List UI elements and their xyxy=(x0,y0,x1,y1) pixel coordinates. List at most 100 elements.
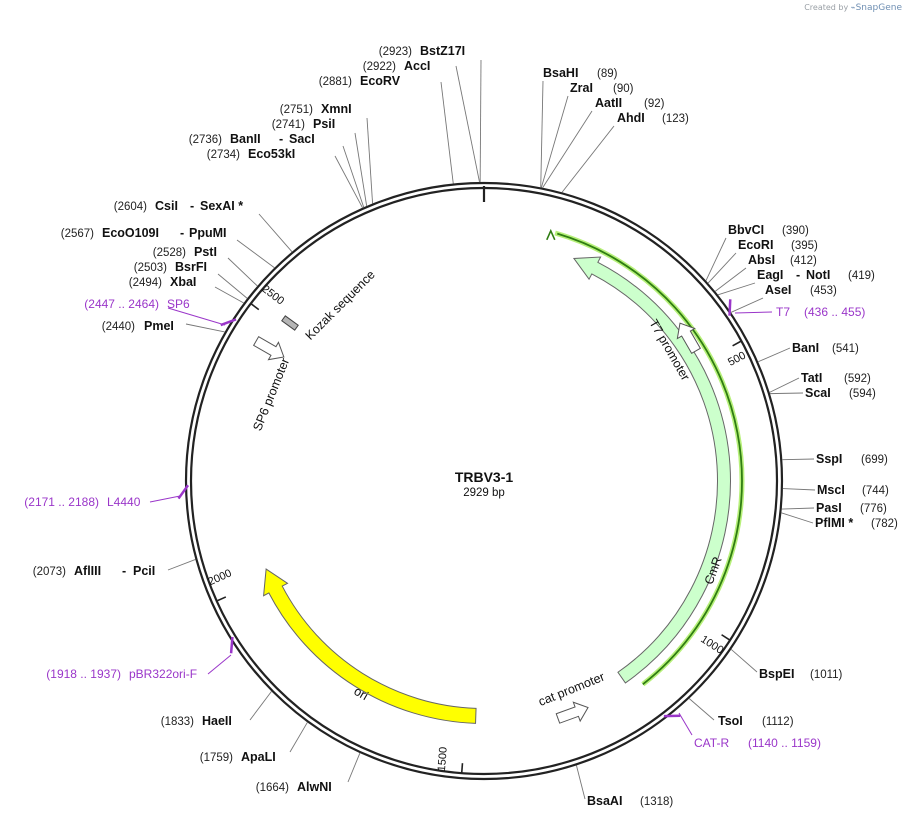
primer-leader xyxy=(167,307,226,326)
site-name: BbvCI xyxy=(728,223,764,237)
site-pos: (2503) xyxy=(134,262,167,274)
primer-label-l4440[interactable]: (2171 .. 2188) L4440 xyxy=(24,495,140,509)
site-name: TsoI xyxy=(718,714,743,728)
site-label-psii[interactable]: (2741) PsiI xyxy=(272,117,336,131)
site-label-xbai[interactable]: (2494) XbaI xyxy=(129,275,197,289)
site-pos: (2494) xyxy=(129,277,162,289)
site-name: EcoRI xyxy=(738,238,773,252)
leader-line xyxy=(540,95,569,188)
leader-line xyxy=(185,323,225,333)
site-leader-lines xyxy=(149,59,816,800)
primer-label-sp6[interactable]: (2447 .. 2464) SP6 xyxy=(84,297,190,311)
snapgene-logo-icon: ⌁ xyxy=(850,3,856,12)
site-label-eco53ki[interactable]: (2734) Eco53kI xyxy=(207,147,296,161)
site-label-absi[interactable]: AbsI (412) xyxy=(748,253,817,267)
site-pos: (92) xyxy=(644,98,665,110)
kozak-sequence-feature[interactable] xyxy=(281,315,299,331)
site-pos: (541) xyxy=(832,343,859,355)
site-name-2: PpuMI xyxy=(189,226,227,240)
primer-range: (436 .. 455) xyxy=(804,305,865,319)
site-label-msci[interactable]: MscI (744) xyxy=(817,483,889,497)
leader-line xyxy=(540,80,544,188)
leader-line xyxy=(705,237,727,281)
site-label-apali[interactable]: (1759) ApaLI xyxy=(200,750,276,764)
site-label-bsaai[interactable]: BsaAI (1318) xyxy=(587,794,673,808)
site-label-acci[interactable]: (2922) AccI xyxy=(363,59,431,73)
site-label-sspi[interactable]: SspI (699) xyxy=(816,452,888,466)
site-label-pflmi[interactable]: PflMI * (782) xyxy=(815,516,898,530)
site-label-asei[interactable]: AseI (453) xyxy=(765,283,837,297)
sp6-promoter-feature-shape xyxy=(252,335,285,361)
leader-line xyxy=(781,512,814,524)
site-name: AflIII xyxy=(74,564,101,578)
site-label-csii-sexai[interactable]: (2604) CsiI - SexAI * xyxy=(114,199,243,213)
site-pos: (2922) xyxy=(363,61,396,73)
site-label-tati[interactable]: TatI (592) xyxy=(801,371,871,385)
site-name: XbaI xyxy=(170,275,196,289)
site-pos: (699) xyxy=(861,454,888,466)
site-label-zrai[interactable]: ZraI (90) xyxy=(570,81,634,95)
site-label-eagi-noti[interactable]: EagI - NotI (419) xyxy=(757,268,875,282)
svg-text:-: - xyxy=(122,564,126,578)
site-name-2: PciI xyxy=(133,564,155,578)
site-name: Eco53kI xyxy=(248,147,295,161)
site-label-scai[interactable]: ScaI (594) xyxy=(805,386,876,400)
site-name: BanII xyxy=(230,132,261,146)
t7-promoter-feature[interactable] xyxy=(671,318,704,356)
cat-promoter-feature[interactable] xyxy=(555,698,592,728)
leader-line xyxy=(730,297,764,313)
primer-label-t7[interactable]: T7 (436 .. 455) xyxy=(776,305,865,319)
tick-label: 2000 xyxy=(206,567,233,588)
leader-line xyxy=(758,347,791,363)
t7-promoter-feature-shape xyxy=(676,322,702,355)
site-label-aatii[interactable]: AatII (92) xyxy=(595,96,665,110)
leader-line xyxy=(214,286,244,304)
primer-leader xyxy=(207,654,232,675)
leader-line xyxy=(366,117,374,204)
site-pos: (594) xyxy=(849,388,876,400)
site-name: BspEI xyxy=(759,667,794,681)
primer-range: (2171 .. 2188) xyxy=(24,495,99,509)
site-label-bstz17i[interactable]: (2923) BstZ17I xyxy=(379,44,465,58)
tick-mark xyxy=(460,763,464,774)
leader-line xyxy=(479,59,482,183)
site-name: AbsI xyxy=(748,253,775,267)
leader-line xyxy=(354,132,368,207)
sp6-promoter-feature[interactable] xyxy=(251,332,289,365)
ori-feature[interactable] xyxy=(262,568,477,724)
site-pos: (2741) xyxy=(272,119,305,131)
site-pos: (390) xyxy=(782,225,809,237)
site-label-pasi[interactable]: PasI (776) xyxy=(816,501,887,515)
site-label-alwni[interactable]: (1664) AlwNI xyxy=(256,780,332,794)
site-name: ApaLI xyxy=(241,750,276,764)
site-label-xmni[interactable]: (2751) XmnI xyxy=(280,102,352,116)
site-label-ahdi[interactable]: AhdI (123) xyxy=(617,111,689,125)
site-label-bsrfi[interactable]: (2503) BsrFI xyxy=(134,260,207,274)
site-label-haeii[interactable]: (1833) HaeII xyxy=(161,714,232,728)
site-label-ecoo109i-ppumi[interactable]: (2567) EcoO109I - PpuMI xyxy=(61,226,227,240)
site-label-bsahi[interactable]: BsaHI (89) xyxy=(543,66,618,80)
site-label-afliii-pcii[interactable]: (2073) AflIII - PciI xyxy=(33,564,156,578)
site-name-2: NotI xyxy=(806,268,830,282)
site-label-ecori[interactable]: EcoRI (395) xyxy=(738,238,818,252)
leader-line xyxy=(782,488,816,491)
site-label-pmei[interactable]: (2440) PmeI xyxy=(102,319,174,333)
leader-line xyxy=(258,213,293,253)
site-label-bbvci[interactable]: BbvCI (390) xyxy=(728,223,809,237)
site-name: EagI xyxy=(757,268,783,282)
site-label-bani[interactable]: BanI (541) xyxy=(792,341,859,355)
site-label-tsoi[interactable]: TsoI (1112) xyxy=(718,714,794,728)
cmr-orf-arrowhead xyxy=(546,228,556,241)
cmr-feature[interactable] xyxy=(572,256,731,684)
primer-label-pbr322ori-f[interactable]: (1918 .. 1937) pBR322ori-F xyxy=(46,667,197,681)
site-label-psti[interactable]: (2528) PstI xyxy=(153,245,217,259)
site-pos: (592) xyxy=(844,373,871,385)
leader-line xyxy=(455,65,480,183)
site-label-ecorv[interactable]: (2881) EcoRV xyxy=(319,74,401,88)
primer-label-cat-r[interactable]: CAT-R (1140 .. 1159) xyxy=(694,736,821,750)
leader-line xyxy=(347,752,361,783)
site-label-banii-saci[interactable]: (2736) BanII - SacI xyxy=(189,132,315,146)
primer-marker xyxy=(728,299,732,316)
site-label-bspei[interactable]: BspEI (1011) xyxy=(759,667,843,681)
tick-label: 1500 xyxy=(436,747,450,772)
